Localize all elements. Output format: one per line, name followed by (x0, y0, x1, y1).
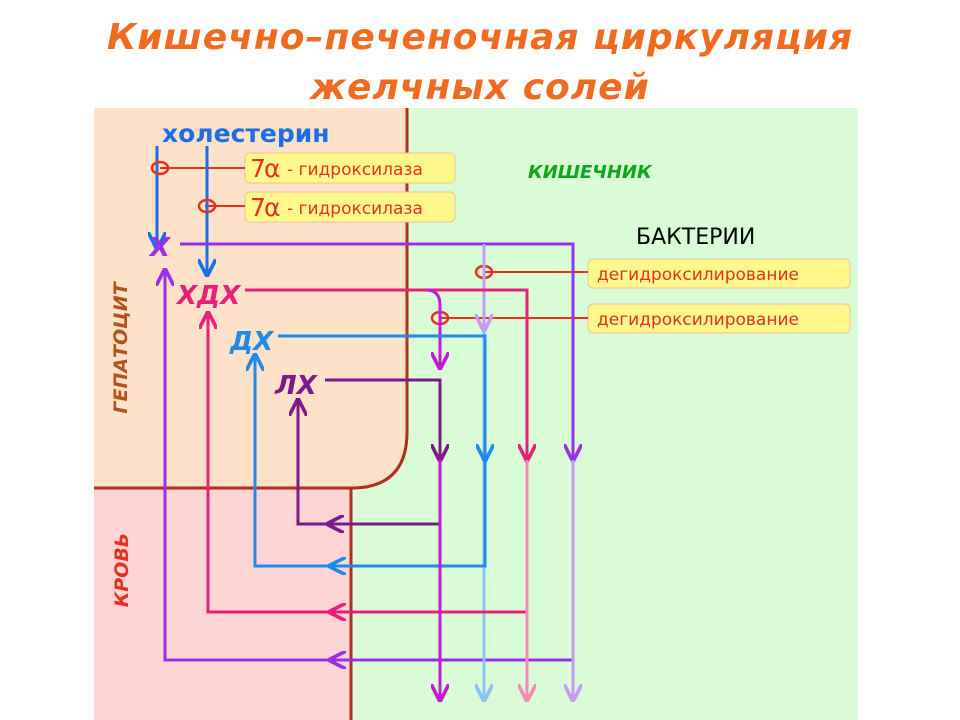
bacteria-label: БАКТЕРИИ (636, 225, 755, 250)
dehydroxylation-box-1 (587, 258, 851, 289)
hepatocyte-border (94, 108, 409, 490)
hepatocyte-label: ГЕПАТОЦИТ (110, 280, 132, 413)
inhibitor-ring-2 (197, 198, 217, 214)
title-line-2: желчных солей (310, 67, 650, 108)
hydroxylase-1-number: 7 (250, 154, 266, 183)
hydroxylase-1-alpha: α (264, 154, 280, 183)
dch-intestine-arrow (278, 334, 485, 460)
hydroxylase-2-alpha: α (264, 193, 280, 222)
hydroxylase-2-number: 7 (250, 193, 266, 222)
dehydroxylation-2-label: дегидроксилирование (597, 310, 799, 330)
cholesterol-label: холестерин (162, 119, 330, 148)
hdch-dehydroxylation-arrow (425, 288, 440, 368)
hydroxylase-1-label: - гидроксилаза (287, 160, 423, 180)
title-line-1: Кишечно–печеночная циркуляция (106, 17, 854, 58)
hdch-label: ХДХ (175, 281, 242, 311)
inhibitor-ring-1 (150, 160, 170, 176)
hdch-intestine-arrow (245, 288, 527, 460)
dehydroxylation-1-label: дегидроксилирование (597, 265, 799, 285)
dch-label: ДХ (229, 327, 275, 357)
lch-intestine-arrow (325, 378, 440, 460)
blood-label: КРОВЬ (111, 533, 133, 608)
ch-intestine-arrow (180, 242, 573, 460)
lch-label: ЛХ (274, 371, 319, 401)
hydroxylase-2-label: - гидроксилаза (287, 199, 423, 219)
blood-region (94, 488, 351, 720)
intestine-label: КИШЕЧНИК (528, 162, 653, 183)
ch-label: Х (148, 233, 172, 263)
